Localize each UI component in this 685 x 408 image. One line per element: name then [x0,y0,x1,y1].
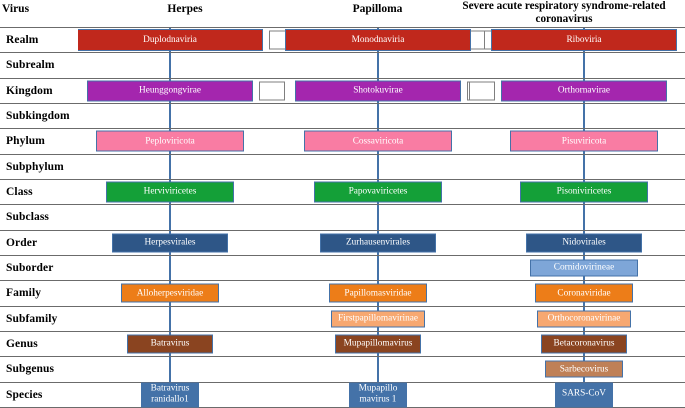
taxon-box-kingdom-herpes: Heunggongvirae [87,80,253,102]
table-row: Order Herpesvirales Zurhausenvirales Nidovi… [0,230,685,256]
taxon-box-species-papilloma: Mupapillo mavirus 1 [349,382,407,408]
table-row: Subkingdom [0,103,685,130]
column-header-papilloma: Papilloma [352,3,403,15]
table-row: Class Herviviricetes Papovaviricetes Pisoni… [0,179,685,206]
connector-line-herpes [169,306,171,331]
table-row: Subfamily Firstpapillomavirinae Orthocoron… [0,306,685,332]
rank-label-cell [0,205,78,230]
rank-label-cell [0,103,78,129]
connector-line-herpes [169,103,171,129]
rank-label-cell [0,306,78,331]
taxon-box-subfamily-papilloma: Firstpapillomavirinae [331,310,425,328]
taxon-box-kingdom-sars: Orthornavirae [501,80,667,102]
rank-label-cell [0,230,78,255]
taxon-box-realm-herpes: Duplodnaviria [77,29,263,52]
taxon-box-order-sars: Nidovirales [526,233,642,253]
taxon-box-phylum-sars: Pisuviricota [510,130,658,152]
rank-label-cell [0,331,78,357]
taxon-box-order-papilloma: Zurhausenvirales [320,233,436,253]
connector-line-herpes [169,255,171,281]
rank-label-suborder: Suborder [6,262,54,275]
taxon-box-family-herpes: Alloherpesviridae [121,283,219,303]
table-row: Species Batravirus ranidallo1 Mupapillo ma… [0,382,685,408]
table-row: Subgenus Sarbecovirus [0,357,685,383]
table-row: Family Alloherpesviridae Papillomasviridae… [0,281,685,307]
rank-label-genus: Genus [6,338,38,351]
column-header-herpes: Herpes [167,3,203,15]
table-row: Kingdom Heunggongvirae Shotokuvirae Orthorn… [0,78,685,104]
table-row: Subrealm [0,53,685,79]
rank-label-subfamily: Subfamily [6,312,58,325]
connector-line-papilloma [377,255,379,281]
rank-label-order: Order [6,236,38,249]
rank-label-cell [0,154,78,179]
table-row: Subphylum [0,154,685,180]
taxon-box-family-sars: Coronaviridae [535,283,633,303]
rank-label-phylum: Phylum [6,135,45,148]
spacer-block [469,81,495,101]
connector-line-herpes [169,53,171,78]
taxon-box-suborder-sars: Cornidovirineae [530,259,638,277]
column-header-sars: Severe acute respiratory syndrome-relate… [462,0,666,25]
rank-label-cell [0,357,78,382]
rank-label-subgenus: Subgenus [6,363,55,376]
rank-label-cell [0,255,78,281]
connector-line-papilloma [377,154,379,179]
rank-label-class: Class [6,186,33,199]
rank-label-realm: Realm [6,34,39,47]
taxon-box-genus-papilloma: Mupapillomavirus [335,334,421,354]
connector-line-sars [583,154,585,179]
connector-line-sars [583,103,585,129]
rank-label-cell [0,382,78,407]
rank-label-cell [0,78,78,103]
taxon-box-species-sars: SARS-CoV [555,382,613,408]
taxon-box-class-sars: Pisoniviricetes [520,181,648,203]
rank-label-cell [0,129,78,154]
rank-label-cell [0,53,78,78]
connector-line-papilloma [377,103,379,129]
rank-label-subclass: Subclass [6,211,49,224]
taxon-box-phylum-papilloma: Cossaviricota [304,130,452,152]
table-row: Realm Duplodnaviria Monodnaviria Riboviria [0,28,685,54]
taxon-box-subfamily-sars: Orthocoronavirinae [537,310,631,328]
table-row: Suborder Cornidovirineae [0,255,685,282]
connector-line-papilloma [377,357,379,382]
connector-line-sars [583,53,585,78]
taxon-box-realm-papilloma: Monodnaviria [285,29,471,52]
taxon-box-order-herpes: Herpesvirales [112,233,228,253]
table-row: Genus Batravirus Mupapillomavirus Betacoron… [0,331,685,358]
taxon-box-class-papilloma: Papovaviricetes [314,181,442,203]
table-row: Subclass [0,205,685,231]
connector-line-sars [583,205,585,230]
taxon-box-species-herpes: Batravirus ranidallo1 [141,382,199,408]
taxon-box-phylum-herpes: Peploviricota [96,130,244,152]
taxon-box-kingdom-papilloma: Shotokuvirae [295,80,461,102]
taxon-box-subgenus-sars: Sarbecovirus [545,360,623,378]
rank-label-subkingdom: Subkingdom [6,110,70,123]
connector-line-herpes [169,205,171,230]
rank-label-family: Family [6,287,42,300]
taxon-box-class-herpes: Herviviricetes [106,181,234,203]
connector-line-papilloma [377,205,379,230]
taxon-box-genus-herpes: Batravirus [127,334,213,354]
taxon-box-genus-sars: Betacoronavirus [541,334,627,354]
connector-line-herpes [169,154,171,179]
taxon-box-realm-sars: Riboviria [491,29,677,52]
spacer-block [259,81,285,101]
rank-label-cell [0,179,78,205]
rank-label-cell [0,281,78,306]
column-header-virus: Virus [2,3,30,15]
table-row: Phylum Peploviricota Cossaviricota Pisuviri… [0,129,685,155]
connector-line-herpes [169,357,171,382]
rank-label-cell [0,28,78,53]
taxon-box-family-papilloma: Papillomasviridae [329,283,427,303]
rank-label-subrealm: Subrealm [6,59,55,72]
rank-label-species: Species [6,388,43,401]
rank-label-subphylum: Subphylum [6,160,64,173]
rank-label-kingdom: Kingdom [6,84,53,97]
connector-line-papilloma [377,53,379,78]
